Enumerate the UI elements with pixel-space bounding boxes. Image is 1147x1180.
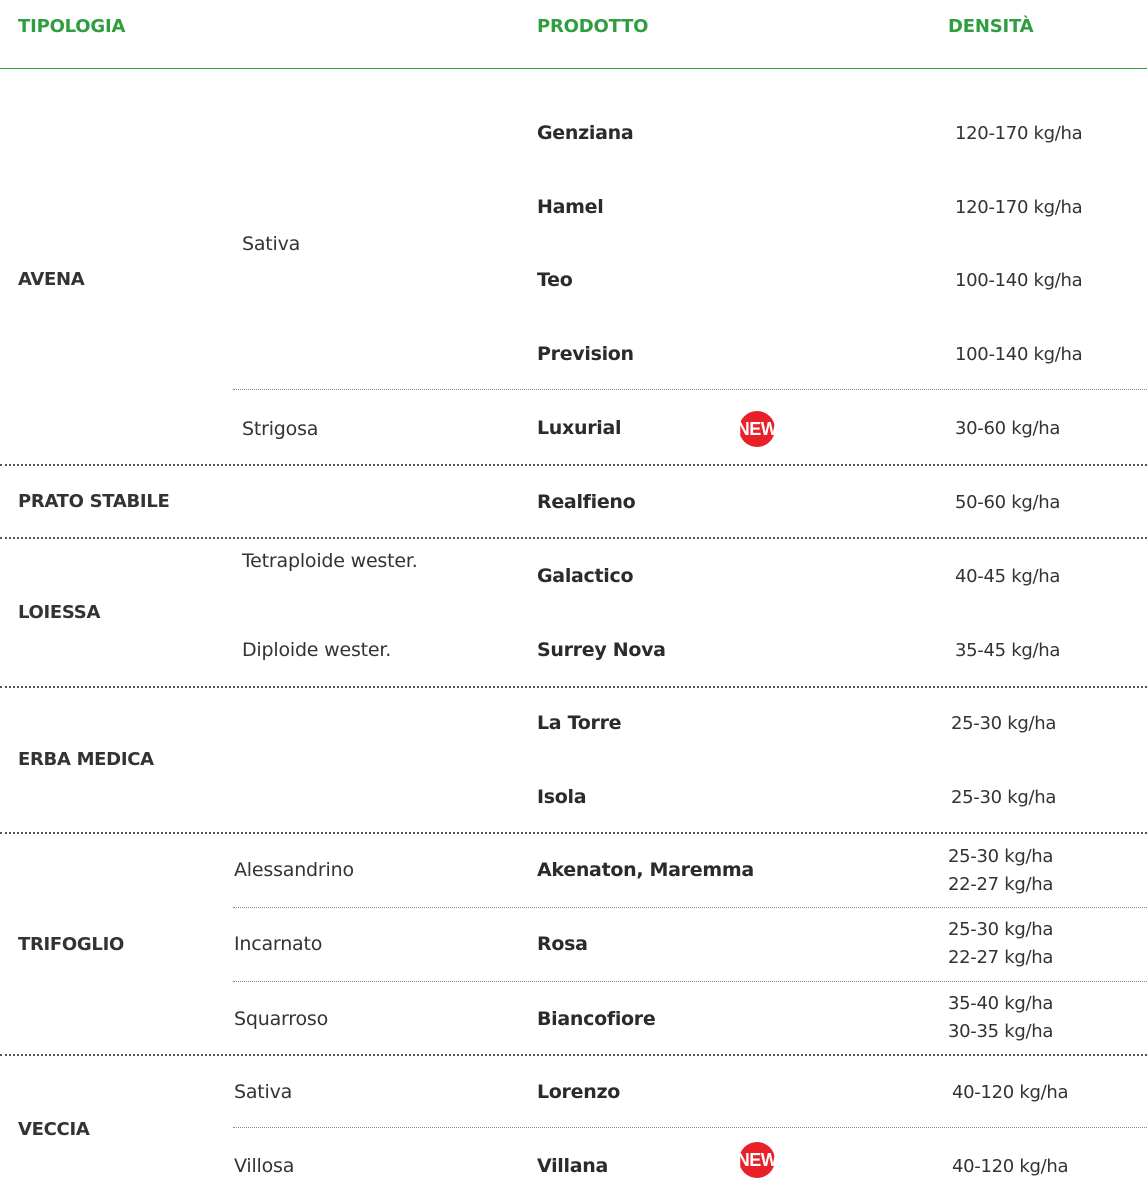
subgroup-divider xyxy=(233,1127,1147,1128)
product-name: La Torre xyxy=(537,712,622,734)
product-density: 22-27 kg/ha xyxy=(948,874,1054,895)
product-name: Biancofiore xyxy=(537,1008,656,1030)
product-density: 25-30 kg/ha xyxy=(948,846,1054,867)
group-divider xyxy=(0,832,1147,834)
category-prato-stabile: PRATO STABILE xyxy=(18,491,170,512)
subtype-strigosa: Strigosa xyxy=(242,418,319,440)
header-prodotto: PRODOTTO xyxy=(537,16,649,37)
product-name: Luxurial xyxy=(537,417,622,439)
product-density: 120-170 kg/ha xyxy=(955,197,1083,218)
subgroup-divider xyxy=(233,907,1147,908)
subtype-squarroso: Squarroso xyxy=(234,1008,329,1030)
subtype-sativa: Sativa xyxy=(242,233,301,255)
product-density: 30-35 kg/ha xyxy=(948,1021,1054,1042)
product-name: Rosa xyxy=(537,933,588,955)
subgroup-divider xyxy=(233,389,1147,390)
product-name: Genziana xyxy=(537,122,634,144)
subtype-tetraploide: Tetraploide wester. xyxy=(242,550,418,572)
subtype-alessandrino: Alessandrino xyxy=(234,859,354,881)
category-loiessa: LOIESSA xyxy=(18,602,101,623)
product-density: 40-45 kg/ha xyxy=(955,566,1061,587)
product-name: Hamel xyxy=(537,196,604,218)
product-density: 35-45 kg/ha xyxy=(955,640,1061,661)
product-density: 35-40 kg/ha xyxy=(948,993,1054,1014)
category-trifoglio: TRIFOGLIO xyxy=(18,934,124,955)
product-density: 22-27 kg/ha xyxy=(948,947,1054,968)
header-tipologia: TIPOLOGIA xyxy=(18,16,126,37)
group-divider xyxy=(0,686,1147,688)
product-name: Galactico xyxy=(537,565,634,587)
product-density: 40-120 kg/ha xyxy=(952,1082,1069,1103)
product-name: Akenaton, Maremma xyxy=(537,859,754,881)
product-density: 25-30 kg/ha xyxy=(951,787,1057,808)
group-divider xyxy=(0,1054,1147,1056)
product-name: Teo xyxy=(537,269,573,291)
product-density: 100-140 kg/ha xyxy=(955,344,1083,365)
subtype-incarnato: Incarnato xyxy=(234,933,323,955)
subtype-diploide: Diploide wester. xyxy=(242,639,392,661)
category-avena: AVENA xyxy=(18,269,85,290)
product-density: 120-170 kg/ha xyxy=(955,123,1083,144)
group-divider xyxy=(0,464,1147,466)
group-divider xyxy=(0,537,1147,539)
product-name: Lorenzo xyxy=(537,1081,620,1103)
product-name: Prevision xyxy=(537,343,634,365)
product-density: 50-60 kg/ha xyxy=(955,492,1061,513)
header-divider xyxy=(0,68,1147,69)
category-erba-medica: ERBA MEDICA xyxy=(18,749,154,770)
subgroup-divider xyxy=(233,981,1147,982)
product-name: Realfieno xyxy=(537,491,636,513)
product-name: Isola xyxy=(537,786,587,808)
subtype-sativa: Sativa xyxy=(234,1081,293,1103)
category-veccia: VECCIA xyxy=(18,1119,90,1140)
product-density: 30-60 kg/ha xyxy=(955,418,1061,439)
new-badge: NEW xyxy=(730,411,784,447)
product-density: 25-30 kg/ha xyxy=(948,919,1054,940)
product-name: Villana xyxy=(537,1155,608,1177)
product-density: 25-30 kg/ha xyxy=(951,713,1057,734)
product-density: 100-140 kg/ha xyxy=(955,270,1083,291)
product-name: Surrey Nova xyxy=(537,639,666,661)
subtype-villosa: Villosa xyxy=(234,1155,295,1177)
header-densita: DENSITÀ xyxy=(948,16,1034,37)
product-density: 40-120 kg/ha xyxy=(952,1156,1069,1177)
new-badge: NEW xyxy=(730,1142,784,1178)
